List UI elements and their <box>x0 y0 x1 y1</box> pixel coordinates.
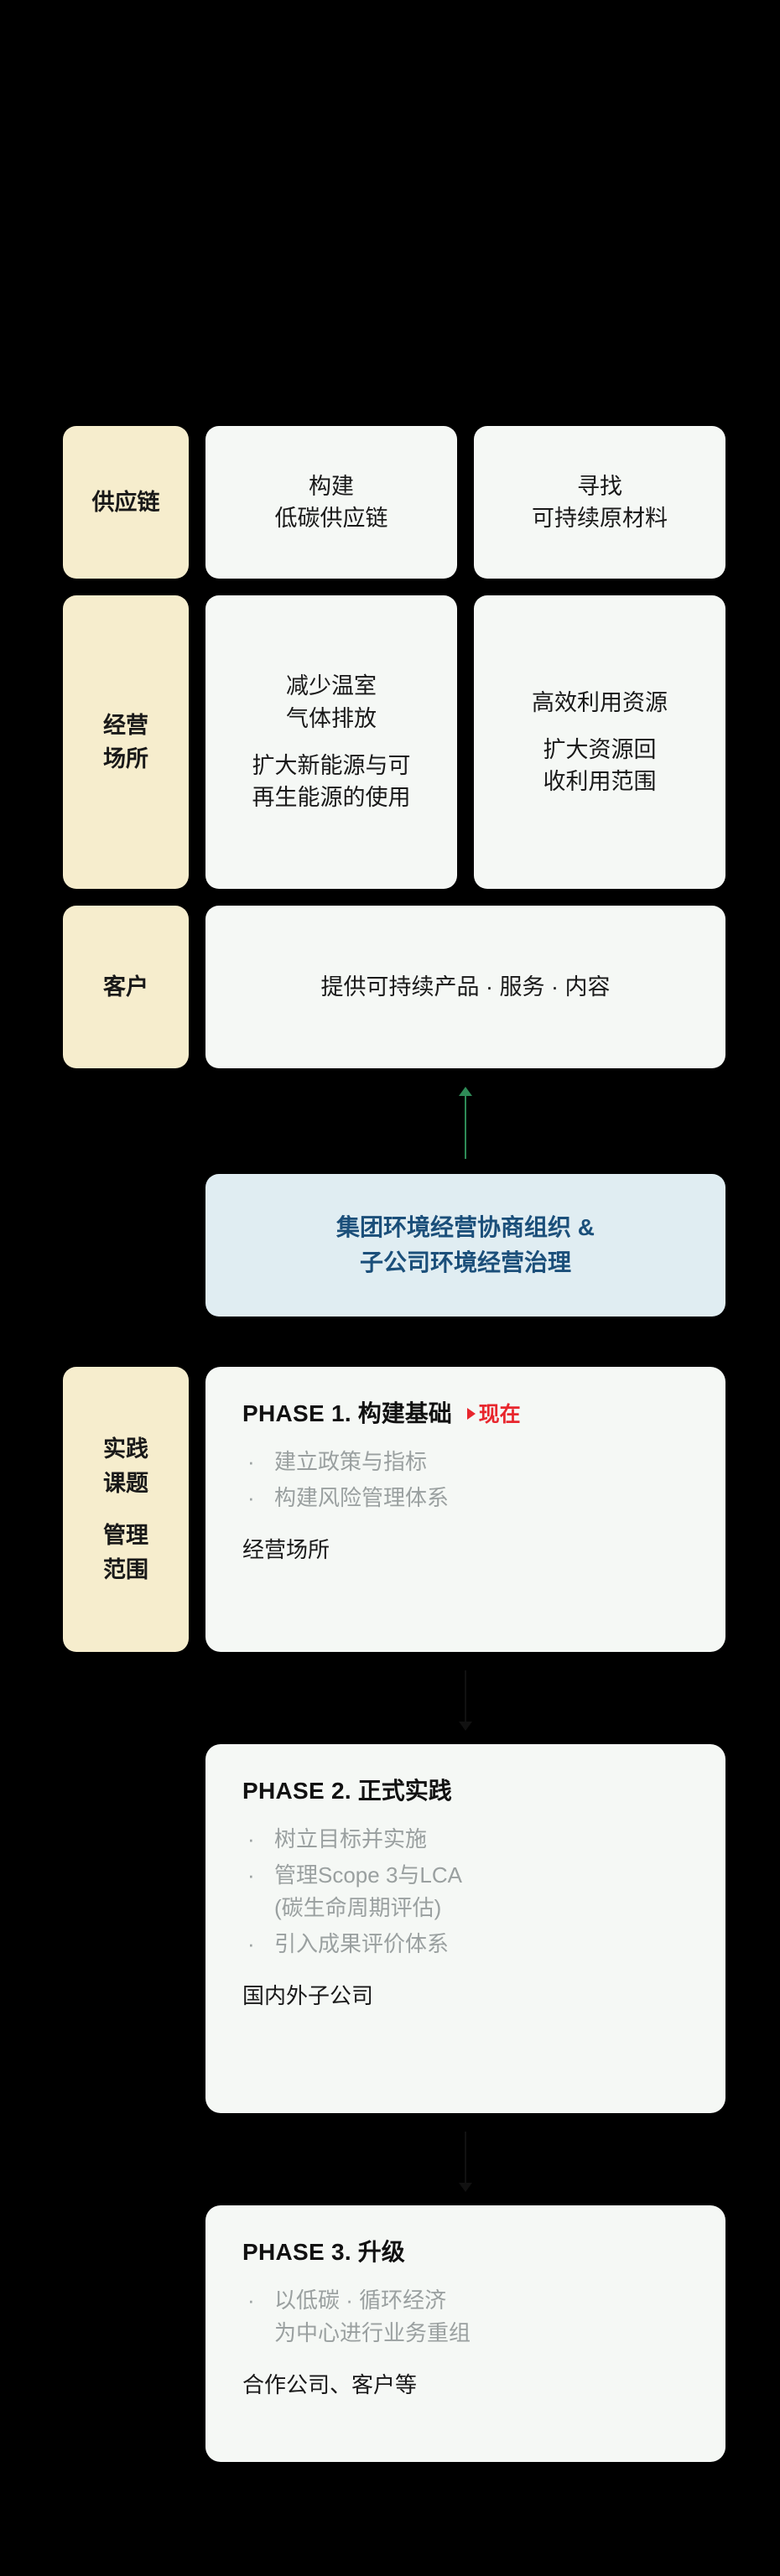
row-label-practice-scope: 实践 课题 管理 范围 <box>63 1367 189 1652</box>
cell-line: 构建 <box>309 473 354 499</box>
bullet-text: 构建风险管理体系 <box>274 1485 450 1510</box>
arrow-up-to-strategy <box>449 1087 482 1159</box>
bullet-item: · 以低碳 · 循环经济为中心进行业务重组 <box>242 2284 700 2350</box>
phase-name: 升级 <box>357 2239 405 2265</box>
phase-1-title: PHASE 1. 构建基础 现在 <box>242 1395 700 1429</box>
arrow-shaft <box>465 2132 466 2184</box>
bullet-dot-icon: · <box>247 1826 255 1852</box>
row-label-customer: 客户 <box>63 906 189 1068</box>
bullet-dot-icon: · <box>247 1931 255 1956</box>
phase-2-box: PHASE 2. 正式实践 · 树立目标并实施 · 管理Scope 3与LCA (碳生… <box>205 1744 725 2113</box>
governance-line: 子公司环境经营治理 <box>359 1249 571 1275</box>
cell-line: 寻找 <box>577 473 622 499</box>
bullet-dot-icon: · <box>247 2288 255 2313</box>
bullet-dot-icon: · <box>247 1485 255 1510</box>
cell-sustainable-products-services-content: 提供可持续产品 · 服务 · 内容 <box>205 906 725 1068</box>
phase-3-title: PHASE 3. 升级 <box>242 2234 700 2267</box>
phase-number: PHASE 3. <box>242 2239 351 2265</box>
cell-reduce-ghg-and-renewables: 减少温室 气体排放 扩大新能源与可 再生能源的使用 <box>205 595 457 889</box>
phase-1-scope: 经营场所 <box>242 1537 330 1562</box>
arrow-head-icon <box>459 1722 472 1731</box>
arrow-down-phase1-phase2 <box>449 1670 482 1731</box>
bullet-subtext: 为中心进行业务重组 <box>274 2320 471 2345</box>
triangle-icon <box>466 1408 476 1420</box>
cell-line: 扩大新能源与可 <box>252 753 411 778</box>
row-label-text: 范围 <box>103 1556 148 1582</box>
phase-number: PHASE 1. <box>242 1400 351 1426</box>
cell-line: 可持续原材料 <box>532 506 668 531</box>
bullet-dot-icon: · <box>247 1862 255 1888</box>
cell-line: 再生能源的使用 <box>252 785 411 811</box>
phase-2-scope: 国内外子公司 <box>242 1983 374 2008</box>
phase-3-box: PHASE 3. 升级 · 以低碳 · 循环经济为中心进行业务重组 合作公司、客户… <box>205 2205 725 2462</box>
phase-number: PHASE 2. <box>242 1778 351 1804</box>
bullet-item: · 管理Scope 3与LCA (碳生命周期评估) <box>242 1859 700 1924</box>
row-label-business-site: 经营 场所 <box>63 595 189 889</box>
row-label-text: 经营 <box>103 712 148 738</box>
phase-3-scope: 合作公司、客户等 <box>242 2372 418 2397</box>
row-label-text: 场所 <box>103 746 148 771</box>
cell-line: 收利用范围 <box>543 769 657 795</box>
cell-line: 减少温室 <box>286 673 377 699</box>
cell-line: 低碳供应链 <box>274 506 388 531</box>
phase-name: 构建基础 <box>357 1400 452 1426</box>
phase-2-title: PHASE 2. 正式实践 <box>242 1773 700 1806</box>
row-label-text: 供应链 <box>91 489 160 515</box>
cell-build-low-carbon-supply-chain: 构建 低碳供应链 <box>205 426 457 579</box>
governance-box: 集团环境经营协商组织 & 子公司环境经营治理 <box>205 1174 725 1317</box>
bullet-text: 引入成果评价体系 <box>274 1931 450 1956</box>
arrow-head-icon <box>459 1087 472 1096</box>
row-label-text: 实践 <box>103 1436 148 1462</box>
row-label-text: 客户 <box>103 974 148 1000</box>
bullet-text: 建立政策与指标 <box>274 1449 428 1474</box>
arrow-shaft <box>465 1670 466 1722</box>
arrow-shaft <box>465 1094 466 1159</box>
cell-efficient-resource-use-and-recycling: 高效利用资源 扩大资源回 收利用范围 <box>474 595 725 889</box>
bullet-dot-icon: · <box>247 1449 255 1474</box>
bullet-text: 树立目标并实施 <box>274 1826 428 1852</box>
phase-1-bullets: · 建立政策与指标 · 构建风险管理体系 <box>242 1446 700 1514</box>
bullet-text: 管理Scope 3与LCA <box>274 1862 462 1888</box>
governance-line: 集团环境经营协商组织 & <box>335 1214 595 1240</box>
phase-1-box: PHASE 1. 构建基础 现在 · 建立政策与指标 · 构建风险管理体系 经营场所 <box>205 1367 725 1652</box>
arrow-down-phase2-phase3 <box>449 2132 482 2192</box>
now-marker: 现在 <box>466 1403 521 1426</box>
bullet-item: · 建立政策与指标 <box>242 1446 700 1478</box>
phase-name: 正式实践 <box>357 1778 452 1804</box>
arrow-head-icon <box>459 2183 472 2192</box>
bullet-text: 以低碳 · 循环经济 <box>274 2288 447 2313</box>
bullet-item: · 树立目标并实施 <box>242 1823 700 1856</box>
cell-line: 提供可持续产品 · 服务 · 内容 <box>320 974 611 1000</box>
row-label-text: 课题 <box>103 1470 148 1496</box>
bullet-subtext: (碳生命周期评估) <box>274 1895 442 1920</box>
cell-line: 气体排放 <box>286 705 377 731</box>
row-label-text: 管理 <box>103 1523 148 1548</box>
bullet-item: · 构建风险管理体系 <box>242 1482 700 1514</box>
cell-line: 扩大资源回 <box>543 736 657 762</box>
now-label: 现在 <box>478 1403 521 1426</box>
phase-3-bullets: · 以低碳 · 循环经济为中心进行业务重组 <box>242 2284 700 2350</box>
phase-2-bullets: · 树立目标并实施 · 管理Scope 3与LCA (碳生命周期评估) · 引入成果评价… <box>242 1823 700 1961</box>
cell-line: 高效利用资源 <box>532 689 668 715</box>
cell-find-sustainable-materials: 寻找 可持续原材料 <box>474 426 725 579</box>
row-label-supply-chain: 供应链 <box>63 426 189 579</box>
bullet-item: · 引入成果评价体系 <box>242 1928 700 1961</box>
